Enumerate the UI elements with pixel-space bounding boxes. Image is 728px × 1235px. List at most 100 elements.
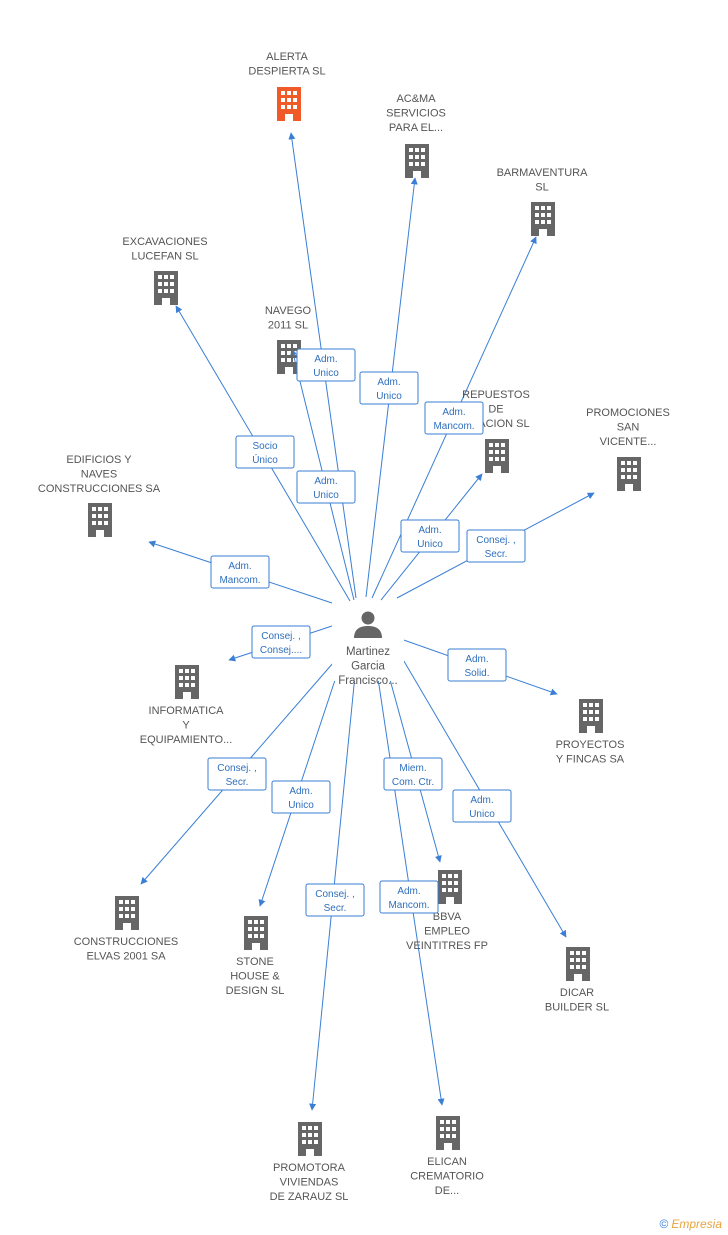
company-label-line: CREMATORIO [410, 1171, 484, 1183]
building-icon[interactable] [244, 916, 268, 950]
relation-box[interactable] [383, 757, 443, 791]
relation-text-line: Adm. [289, 786, 312, 797]
brand-name[interactable]: Empresia [671, 1217, 722, 1231]
company-label-line: DESPIERTA SL [248, 66, 325, 78]
relation-box[interactable] [359, 371, 419, 405]
building-icon[interactable] [436, 1116, 460, 1150]
person-icon[interactable] [354, 611, 382, 639]
relation-text-line: Consej.... [260, 645, 302, 656]
relation-box[interactable] [447, 648, 507, 682]
company-node-informatica[interactable]: INFORMATICAYEQUIPAMIENTO... [140, 665, 233, 746]
company-label-line: PROMOCIONES [586, 407, 670, 419]
company-label-line: VEINTITRES FP [406, 940, 488, 952]
relation-label-construcciones[interactable]: Consej. ,Secr. [207, 757, 267, 791]
building-icon[interactable] [88, 503, 112, 537]
company-label-line: VICENTE... [600, 436, 657, 448]
relation-box[interactable] [296, 348, 356, 382]
building-icon[interactable] [617, 457, 641, 491]
relation-label-acma[interactable]: Adm.Unico [359, 371, 419, 405]
company-label-line: DESIGN SL [226, 985, 285, 997]
relation-text-line: Adm. [397, 886, 420, 897]
company-node-navego[interactable]: NAVEGO 2011 SL [265, 305, 312, 374]
footer-brand: ©Empresia [659, 1217, 722, 1231]
company-label-line: BARMAVENTURA [497, 167, 589, 179]
relation-layer: Adm.UnicoAdm.UnicoAdm.Mancom.SocioÚnicoA… [207, 348, 526, 917]
building-icon[interactable] [438, 870, 462, 904]
relation-label-stone[interactable]: Adm. Unico [271, 780, 331, 814]
company-label-line: EQUIPAMIENTO... [140, 734, 233, 746]
company-label-line: VIVIENDAS [280, 1177, 339, 1189]
relation-text-line: Mancom. [388, 900, 429, 911]
relation-label-dicar[interactable]: Adm.Unico [452, 789, 512, 823]
relation-text-line: Unico [313, 368, 339, 379]
relation-text-line: Unico [288, 800, 314, 811]
building-icon[interactable] [154, 271, 178, 305]
relation-label-barmaventura[interactable]: Adm.Mancom. [424, 401, 484, 435]
relation-box[interactable] [400, 519, 460, 553]
building-icon[interactable] [579, 699, 603, 733]
company-node-promociones[interactable]: PROMOCIONESSANVICENTE... [586, 407, 670, 491]
relation-text-line: Secr. [485, 549, 508, 560]
center-name-line: Francisco... [338, 675, 397, 687]
building-icon[interactable] [485, 439, 509, 473]
relation-box[interactable] [379, 880, 439, 914]
building-icon[interactable] [175, 665, 199, 699]
company-label-line: INFORMATICA [149, 705, 225, 717]
company-label-line: BBVA [433, 911, 462, 923]
company-label-line: PROYECTOS [556, 739, 625, 751]
relation-box[interactable] [305, 883, 365, 917]
building-icon[interactable] [115, 896, 139, 930]
relation-text-line: Socio [252, 441, 277, 452]
company-label-line: PROMOTORA [273, 1162, 346, 1174]
relation-label-navego[interactable]: Adm.Unico [296, 348, 356, 382]
relation-text-line: Único [252, 453, 278, 466]
relation-label-promotora[interactable]: Consej. ,Secr. [305, 883, 365, 917]
relation-label-edificios[interactable]: Adm.Mancom. [210, 555, 270, 589]
building-icon[interactable] [298, 1122, 322, 1156]
relation-label-proyectos[interactable]: Adm.Solid. [447, 648, 507, 682]
relation-box[interactable] [207, 757, 267, 791]
relation-box[interactable] [210, 555, 270, 589]
company-label-line: ALERTA [266, 51, 308, 63]
relation-label-informatica[interactable]: Consej. ,Consej.... [251, 625, 311, 659]
center-person-node[interactable]: MartinezGarciaFrancisco... [332, 609, 404, 687]
relation-box[interactable] [251, 625, 311, 659]
relation-box[interactable] [424, 401, 484, 435]
building-icon[interactable] [531, 202, 555, 236]
company-label-line: 2011 SL [268, 320, 308, 332]
company-label-line: AC&MA [396, 93, 436, 105]
relation-box[interactable] [271, 780, 331, 814]
company-label-line: SERVICIOS [386, 108, 446, 120]
relation-label-bbva[interactable]: Miem.Com. Ctr. [383, 757, 443, 791]
building-icon[interactable] [566, 947, 590, 981]
relation-box[interactable] [296, 470, 356, 504]
relation-box[interactable] [452, 789, 512, 823]
relation-label-elican[interactable]: Adm. Mancom. [379, 880, 439, 914]
relation-text-line: Secr. [226, 777, 249, 788]
relation-box[interactable] [466, 529, 526, 563]
relation-label-promociones[interactable]: Consej. ,Secr. [466, 529, 526, 563]
relation-label-alerta[interactable]: Adm.Unico [296, 470, 356, 504]
company-label-line: REPUESTOS [462, 389, 530, 401]
company-node-elican[interactable]: ELICANCREMATORIODE... [410, 1116, 484, 1197]
building-icon[interactable] [277, 87, 301, 121]
relation-text-line: Adm. [228, 561, 251, 572]
company-label-line: NAVEGO [265, 305, 312, 317]
relation-text-line: Adm. [314, 476, 337, 487]
company-node-alerta[interactable]: ALERTA DESPIERTA SL [248, 51, 326, 121]
relation-box[interactable] [235, 435, 295, 469]
company-label-line: NAVES [81, 469, 117, 481]
building-icon[interactable] [405, 144, 429, 178]
relation-label-repuestos[interactable]: Adm.Unico [400, 519, 460, 553]
